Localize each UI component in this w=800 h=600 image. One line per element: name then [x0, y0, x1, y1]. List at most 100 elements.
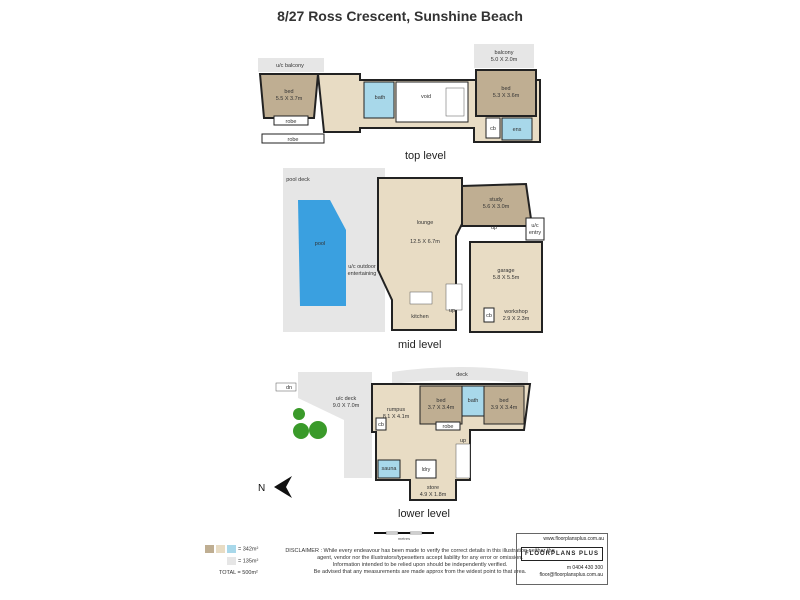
uc-deck-size: 9.0 X 7.0m — [333, 403, 360, 409]
void-label: void — [421, 94, 431, 100]
cb-mid-label: cb — [486, 313, 492, 319]
uc-entry-label-2: entry — [529, 230, 541, 236]
uc-entry-label-1: u/c — [531, 223, 539, 229]
store-label: store — [427, 485, 439, 491]
lounge-size: 12.5 X 6.7m — [410, 239, 440, 245]
pool-label: pool — [315, 241, 325, 247]
area-row-2-value: = 135m² — [238, 558, 259, 565]
lower-level-plan — [275, 367, 532, 501]
robe-b-label: robe — [287, 137, 298, 143]
stair-low — [455, 443, 471, 479]
uc-entry-area — [525, 217, 545, 241]
scale-label: metres — [398, 536, 410, 541]
robe-a-label: robe — [285, 119, 296, 125]
compass: N — [258, 476, 292, 498]
area-legend: = 342m² = 135m² TOTAL = 500m² — [205, 545, 275, 577]
stair-top — [445, 87, 465, 117]
bed3-label: bed — [436, 398, 445, 404]
study-label: study — [489, 197, 502, 203]
workshop-label: workshop — [503, 309, 528, 315]
page-title: 8/27 Ross Crescent, Sunshine Beach — [277, 8, 523, 24]
scale-bar-segment — [398, 532, 410, 534]
cb-mid-room — [483, 307, 495, 323]
store-size: 4.9 X 1.8m — [420, 492, 447, 498]
deck-label: deck — [456, 372, 468, 378]
disclaimer-line: Be advised that any measurements are mad… — [313, 569, 527, 575]
bed2-label: bed — [501, 86, 510, 92]
bath-low-label: bath — [468, 398, 479, 404]
tree-3 — [309, 421, 327, 439]
swatch-brown — [205, 545, 214, 553]
rumpus-size: 8.1 X 4.1m — [383, 414, 410, 420]
bed2-size: 5.3 X 3.6m — [493, 93, 520, 99]
lower-level-label: lower level — [398, 508, 450, 520]
ens-label: ens — [513, 127, 522, 133]
bed2-room — [475, 69, 537, 117]
company-logo: www.floorplansplus.com.au FLOORPLANS PLU… — [516, 533, 608, 585]
cb-top-room — [485, 117, 501, 139]
area-row-1-value: = 342m² — [238, 546, 259, 553]
area-row-2: = 135m² — [205, 557, 275, 566]
sauna-label: sauna — [382, 466, 398, 472]
scale-bar-segment — [409, 531, 423, 535]
robe-low-room — [435, 421, 461, 431]
up-mid2-label: up — [449, 308, 455, 314]
entertaining-label: entertaining — [348, 271, 377, 277]
sauna-room — [377, 459, 401, 479]
disclaimer-line: DISCLAIMER : While every endeavour has b… — [285, 548, 555, 554]
uc-deck-label: u/c deck — [336, 396, 357, 402]
ldry-room — [415, 459, 437, 479]
scale-bar-segment — [374, 532, 386, 534]
swatch-tan — [216, 545, 225, 553]
rumpus-label: rumpus — [387, 407, 406, 413]
pool — [298, 200, 346, 306]
mid-level-label: mid level — [398, 339, 441, 351]
balcony-size: 5.0 X 2.0m — [491, 57, 518, 63]
garage-label: garage — [497, 268, 514, 274]
bed1-room — [258, 73, 320, 119]
tree-2 — [293, 423, 309, 439]
balcony-label: balcony — [495, 50, 514, 56]
workshop-size: 2.9 X 2.3m — [503, 316, 530, 322]
study-size: 5.6 X 3.0m — [483, 204, 510, 210]
swatch-blue — [227, 545, 236, 553]
kitchen-label: kitchen — [411, 314, 428, 320]
bed1-label: bed — [284, 89, 293, 95]
pool-deck-label-2: pool deck — [286, 177, 310, 183]
swatch-grey — [227, 557, 236, 566]
deck-area — [392, 367, 528, 384]
dn-stair — [275, 382, 297, 392]
top-level-plan — [258, 44, 541, 144]
tree-1 — [293, 408, 305, 420]
bed4-label: bed — [499, 398, 508, 404]
cb-top-label: cb — [490, 126, 496, 132]
uc-deck-area — [298, 372, 372, 478]
bed3-size: 3.7 X 3.4m — [428, 405, 455, 411]
cb-low-label: cb — [378, 422, 384, 428]
ldry-label: ldry — [422, 467, 431, 473]
area-row-1: = 342m² — [205, 545, 275, 553]
logo-url: www.floorplansplus.com.au — [543, 536, 604, 542]
robe-a-room — [273, 115, 309, 126]
bed4-size: 3.9 X 3.4m — [491, 405, 518, 411]
bed4-room — [483, 385, 525, 425]
disclaimer: DISCLAIMER : While every endeavour has b… — [270, 548, 570, 576]
uc-balcony-area — [258, 58, 324, 72]
bed1-size: 5.5 X 3.7m — [276, 96, 303, 102]
scale-bar-segment — [385, 531, 399, 535]
bath-top-label: bath — [375, 95, 386, 101]
area-total: TOTAL = 500m² — [219, 569, 258, 576]
scale-bar-segment — [422, 532, 434, 534]
garage-room — [469, 241, 543, 333]
lounge-label: lounge — [417, 220, 434, 226]
up-mid1-label: up — [491, 225, 497, 231]
logo-brand: FLOORPLANS PLUS — [521, 547, 603, 561]
uc-balcony-label: u/c balcony — [276, 63, 304, 69]
kitchen-island — [409, 291, 433, 305]
compass-arrow-icon — [274, 476, 292, 498]
ens-room — [501, 117, 533, 141]
robe-b-room — [261, 133, 325, 144]
balcony-area — [474, 44, 534, 68]
uc-outdoor-label: u/c outdoor — [348, 264, 376, 270]
